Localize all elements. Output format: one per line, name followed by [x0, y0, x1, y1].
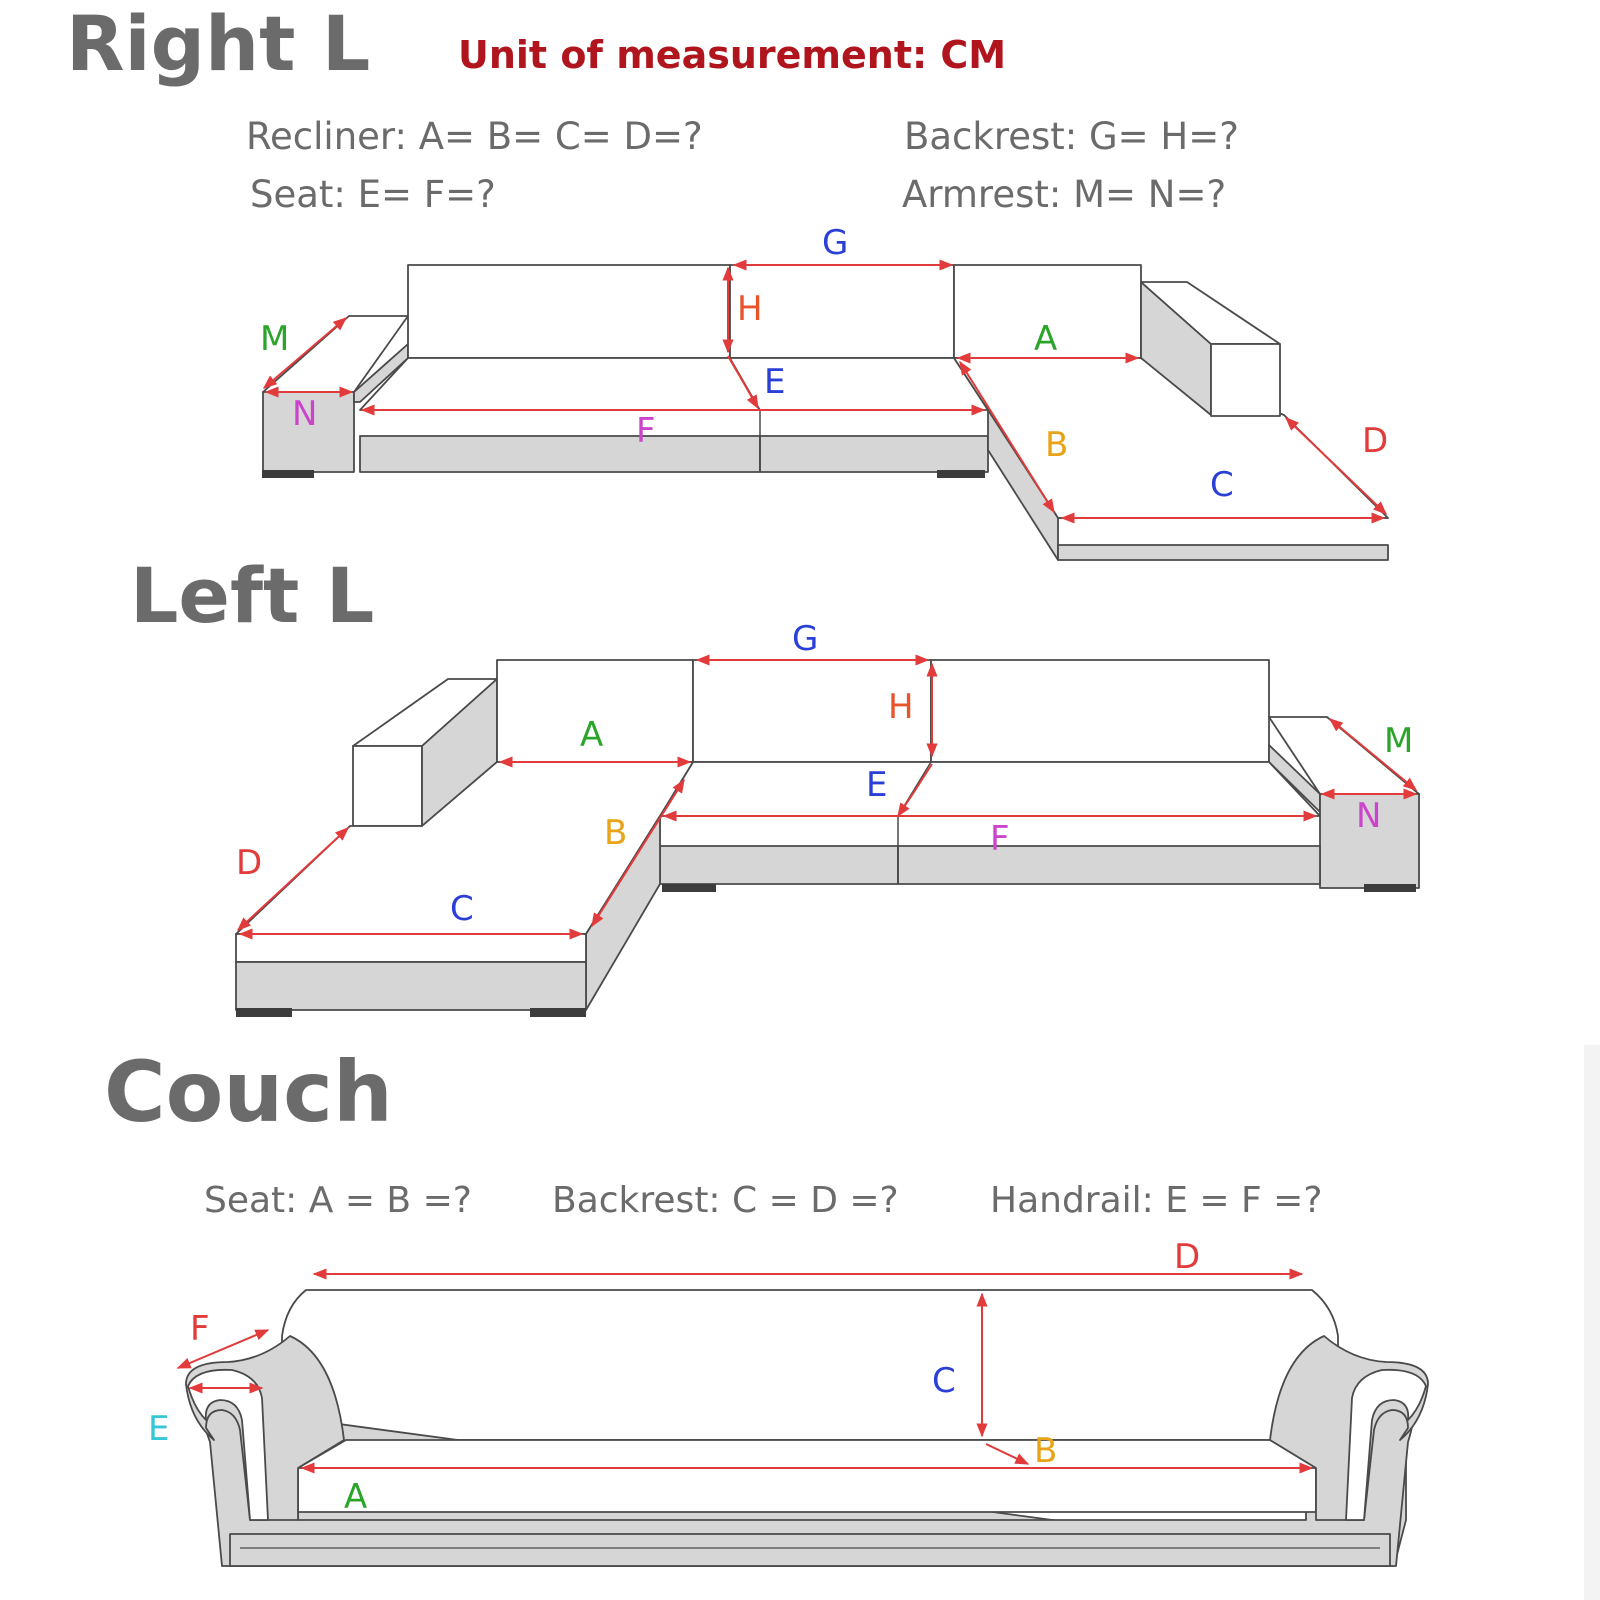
right-l-diagram: G H M N E F A B C D [260, 223, 1389, 561]
rl-back-cushion-left [407, 264, 731, 359]
rl-label-g: G [822, 223, 848, 263]
ll-back-cushion-middle [692, 659, 932, 763]
ll-chaise-front [235, 961, 587, 1011]
rl-label-h: H [737, 289, 763, 329]
couch-seat [297, 1439, 1317, 1469]
ll-seat-top [659, 761, 1321, 817]
ll-label-g: G [792, 619, 818, 659]
right-l-title: Right L [66, 0, 371, 88]
couch-title: Couch [104, 1043, 393, 1141]
rl-chaise-front [1057, 544, 1389, 561]
ll-chaise-front-top [235, 933, 587, 963]
seat-spec: Seat: E= F=? [250, 173, 496, 216]
rl-label-d: D [1362, 421, 1388, 461]
unit-of-measurement: Unit of measurement: CM [458, 33, 1007, 77]
rl-foot-left [262, 470, 314, 478]
rl-back-cushion-middle [729, 264, 955, 359]
ll-dim-d [236, 827, 350, 931]
couch-left-arm-roll [187, 1368, 269, 1521]
rl-label-b: B [1045, 425, 1068, 465]
rl-seat-front-right [759, 435, 989, 473]
rl-label-a: A [1034, 319, 1057, 359]
ll-label-f: F [990, 819, 1010, 859]
couch-label-c: C [932, 1361, 956, 1401]
ll-label-e: E [866, 765, 887, 805]
ll-dim-m [1328, 718, 1418, 791]
recliner-spec: Recliner: A= B= C= D=? [246, 115, 703, 158]
ll-foot-1 [662, 884, 716, 892]
armrest-spec: Armrest: M= N=? [902, 173, 1227, 216]
couch-dim-f [176, 1329, 270, 1369]
rl-foot-right [937, 470, 985, 478]
couch-backrest [281, 1289, 1339, 1441]
rl-chaise-arm-front [1210, 343, 1281, 417]
rl-dim-m [262, 317, 348, 389]
couch-label-b: B [1034, 1431, 1057, 1471]
rl-label-e: E [764, 362, 785, 402]
couch-handrail-spec: Handrail: E = F =? [990, 1180, 1323, 1221]
rl-seat-front-left [359, 435, 761, 473]
couch-label-e: E [148, 1409, 169, 1449]
ll-seat-front-left [659, 845, 899, 885]
couch-bottom-rail [229, 1533, 1391, 1567]
edge-strip [1584, 1045, 1600, 1600]
couch-backrest-spec: Backrest: C = D =? [552, 1180, 899, 1221]
rl-dim-d [1284, 417, 1388, 515]
couch-seat-spec: Seat: A = B =? [204, 1180, 472, 1221]
ll-label-h: H [888, 687, 914, 727]
rl-dim-b [959, 360, 1055, 514]
ll-foot-3 [236, 1008, 292, 1017]
ll-chaise-arm-front [352, 745, 423, 827]
couch-label-d: D [1174, 1237, 1200, 1277]
rl-dim-e [727, 355, 759, 410]
ll-seat-front-right [897, 845, 1321, 885]
ll-label-d: D [236, 843, 262, 883]
rl-label-c: C [1210, 465, 1234, 505]
couch-diagram: D C B A F E [148, 1237, 1429, 1567]
rl-label-m: M [260, 319, 289, 359]
couch-right-arm-roll [1345, 1368, 1427, 1521]
rl-label-n: N [292, 394, 317, 434]
couch-label-f: F [190, 1309, 210, 1349]
ll-label-m: M [1384, 721, 1413, 761]
couch-label-a: A [344, 1477, 367, 1517]
ll-back-cushion-right [930, 659, 1270, 763]
left-l-diagram: G H A E B F M N D C [235, 619, 1420, 1017]
couch-dim-b [985, 1443, 1030, 1465]
ll-label-b: B [604, 813, 627, 853]
ll-foot-4 [530, 1008, 586, 1017]
rl-label-f: F [636, 411, 656, 451]
couch-seat-front [297, 1467, 1317, 1513]
ll-label-n: N [1356, 796, 1381, 836]
rl-left-arm-inner [353, 343, 409, 403]
rl-seat-top [359, 357, 989, 411]
ll-dim-b [591, 778, 685, 928]
ll-label-c: C [450, 889, 474, 929]
left-l-title: Left L [130, 551, 375, 640]
ll-foot-2 [1364, 884, 1416, 892]
ll-dim-e [897, 763, 933, 818]
backrest-spec: Backrest: G= H=? [904, 115, 1239, 158]
ll-label-a: A [580, 715, 603, 755]
